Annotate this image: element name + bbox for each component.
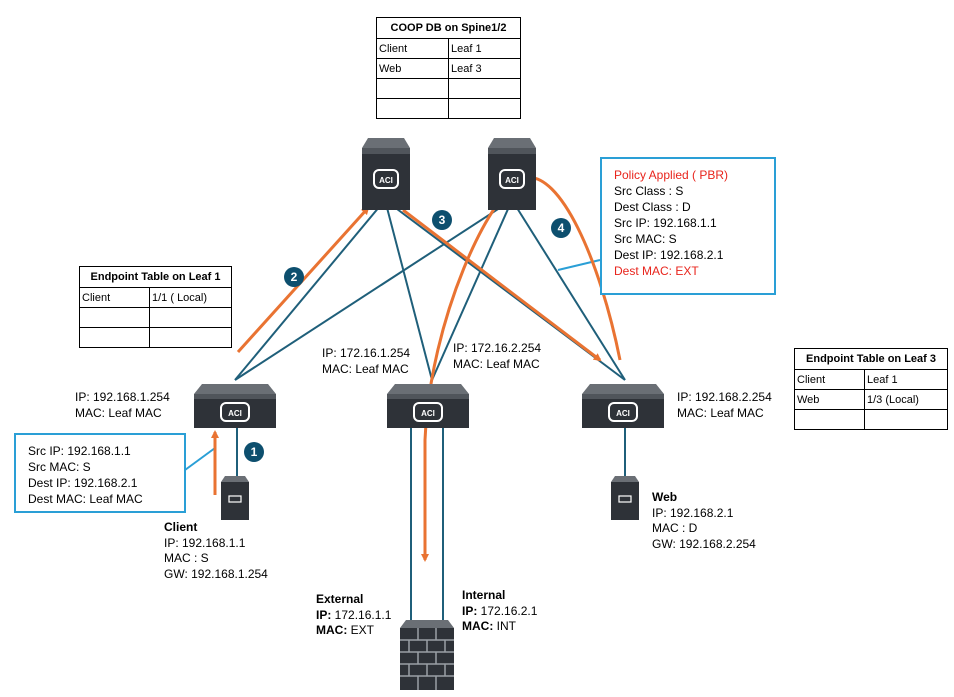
svg-text:ACI: ACI	[616, 409, 630, 418]
fw-external-mac: EXT	[347, 623, 374, 637]
aci-switch-icon: ACI	[488, 138, 536, 210]
policy-line: Src IP: 192.168.1.1	[614, 216, 717, 230]
coop-cell	[376, 98, 449, 119]
path-step3	[402, 208, 602, 362]
leaf1-cell: 1/1 ( Local)	[149, 287, 232, 308]
policy-applied-callout: Policy Applied ( PBR) Src Class : S Dest…	[600, 157, 776, 295]
step-badge-2: 2	[284, 267, 304, 287]
client-labels: Client IP: 192.168.1.1 MAC : S GW: 192.1…	[164, 520, 268, 582]
client-gw: GW: 192.168.1.254	[164, 566, 268, 581]
server-icon	[611, 476, 639, 520]
policy-line: Src Class : S	[614, 184, 684, 198]
leaf1-cell	[79, 327, 150, 348]
fw-internal-ip-label: IP:	[462, 603, 478, 618]
step-badge-3: 3	[432, 210, 452, 230]
leaf1-mac: MAC: Leaf MAC	[75, 405, 162, 420]
leaf3-table-title: Endpoint Table on Leaf 3	[794, 348, 948, 370]
leaf1-cell: Client	[79, 287, 150, 308]
packet-header-callout: Src IP: 192.168.1.1 Src MAC: S Dest IP: …	[14, 433, 186, 513]
leaf3-cell: Client	[794, 369, 865, 390]
svg-text:ACI: ACI	[505, 176, 519, 185]
fw-external-ip: 172.16.1.1	[331, 607, 392, 622]
link-spine1-leaf2	[384, 199, 433, 381]
leaf3-cell: Web	[794, 389, 865, 410]
client-name: Client	[164, 520, 198, 534]
coop-cell: Leaf 3	[448, 58, 521, 79]
leaf3-cell: 1/3 (Local)	[864, 389, 948, 410]
aci-switch-icon: ACI	[362, 138, 410, 210]
fw-internal-ip: 172.16.2.1	[477, 603, 538, 618]
web-gw: GW: 192.168.2.254	[652, 536, 756, 551]
leaf1-cell	[79, 307, 150, 328]
fw-external-ip-label: IP:	[316, 607, 332, 622]
leaf3-ip: IP: 192.168.2.254	[677, 390, 772, 404]
step-badge-1: 1	[244, 442, 264, 462]
client-mac: MAC : S	[164, 551, 209, 565]
fw-external-title: External	[316, 592, 364, 606]
fw-internal-mac-label: MAC:	[462, 619, 494, 633]
packet-line: Src MAC: S	[28, 460, 91, 474]
client-ip: IP: 192.168.1.1	[164, 535, 246, 550]
web-ip: IP: 192.168.2.1	[652, 505, 734, 520]
leaf1-ip: IP: 192.168.1.254	[75, 390, 170, 404]
leaf1-cell	[149, 327, 232, 348]
leaf3-cell	[864, 409, 948, 430]
svg-text:ACI: ACI	[421, 409, 435, 418]
step-badge-4: 4	[551, 218, 571, 238]
coop-cell: Web	[376, 58, 449, 79]
firewall-external-labels: External IP: 172.16.1.1 MAC: EXT	[316, 592, 391, 639]
leaf2-external-labels: IP: 172.16.1.254 MAC: Leaf MAC	[322, 346, 410, 377]
svg-text:ACI: ACI	[379, 176, 393, 185]
svg-text:ACI: ACI	[228, 409, 242, 418]
policy-line: Dest MAC: EXT	[614, 264, 699, 278]
leaf1-labels: IP: 192.168.1.254 MAC: Leaf MAC	[75, 390, 170, 421]
firewall-icon	[400, 620, 454, 690]
web-name: Web	[652, 490, 678, 504]
web-labels: Web IP: 192.168.2.1 MAC : D GW: 192.168.…	[652, 490, 756, 552]
leaf3-cell: Leaf 1	[864, 369, 948, 390]
packet-line: Dest MAC: Leaf MAC	[28, 492, 143, 506]
server-icon	[221, 476, 249, 520]
fw-internal-mac: INT	[493, 619, 516, 633]
leaf3-cell	[794, 409, 865, 430]
coop-cell: Leaf 1	[448, 38, 521, 59]
policy-line: Policy Applied ( PBR)	[614, 168, 729, 182]
web-mac: MAC : D	[652, 521, 698, 535]
policy-line: Dest IP: 192.168.2.1	[614, 248, 724, 262]
leaf1-table-title: Endpoint Table on Leaf 1	[79, 266, 232, 288]
link-spine1-leaf1	[234, 199, 386, 381]
aci-switch-icon: ACI	[387, 384, 469, 428]
aci-switch-icon: ACI	[582, 384, 664, 428]
fabric-links	[234, 199, 626, 620]
coop-cell	[448, 78, 521, 99]
coop-cell: Client	[376, 38, 449, 59]
fw-internal-title: Internal	[462, 588, 506, 602]
aci-switch-icon: ACI	[194, 384, 276, 428]
leaf2-mac-external: MAC: Leaf MAC	[322, 361, 409, 376]
coop-db-title: COOP DB on Spine1/2	[376, 17, 521, 39]
fw-external-mac-label: MAC:	[316, 623, 348, 637]
leaf2-ip-internal: IP: 172.16.2.254	[453, 341, 542, 355]
coop-cell	[448, 98, 521, 119]
leaf1-cell	[149, 307, 232, 328]
leaf2-mac-internal: MAC: Leaf MAC	[453, 356, 540, 371]
leaf3-mac: MAC: Leaf MAC	[677, 405, 764, 420]
link-spine2-leaf3	[511, 199, 626, 381]
leaf2-internal-labels: IP: 172.16.2.254 MAC: Leaf MAC	[453, 341, 541, 372]
policy-line: Src MAC: S	[614, 232, 677, 246]
firewall-internal-labels: Internal IP: 172.16.2.1 MAC: INT	[462, 588, 537, 635]
policy-line: Dest Class : D	[614, 200, 691, 214]
leaf3-labels: IP: 192.168.2.254 MAC: Leaf MAC	[677, 390, 772, 421]
packet-line: Dest IP: 192.168.2.1	[28, 476, 138, 490]
link-spine2-leaf2	[431, 199, 513, 381]
link-spine2-leaf1	[234, 199, 513, 381]
coop-cell	[376, 78, 449, 99]
leaf2-ip-external: IP: 172.16.1.254	[322, 346, 411, 360]
packet-line: Src IP: 192.168.1.1	[28, 444, 131, 458]
